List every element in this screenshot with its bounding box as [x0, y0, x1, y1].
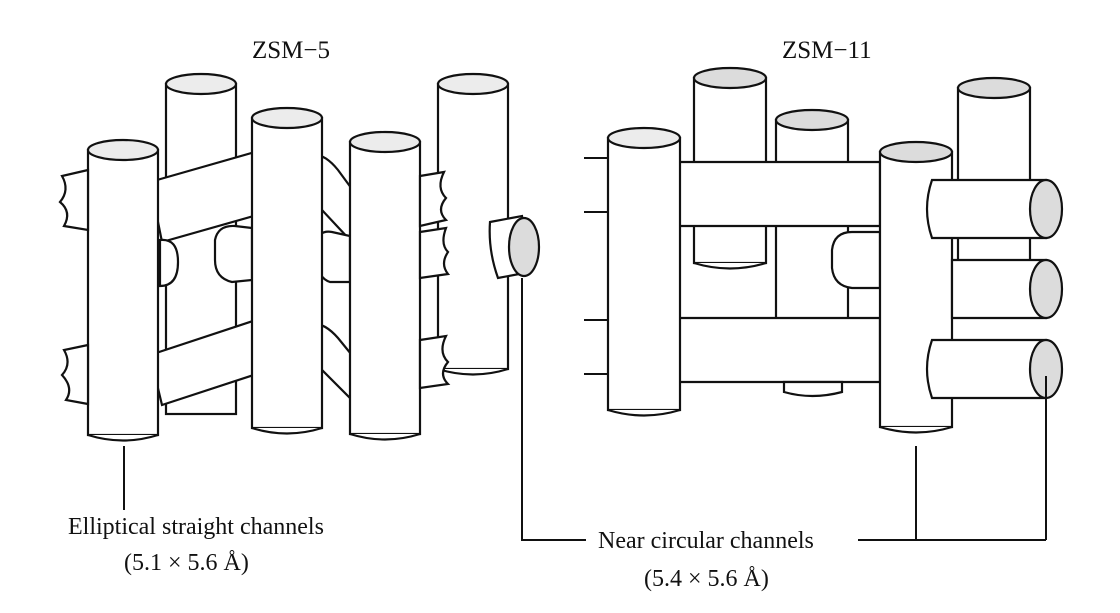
zsm11-structure	[584, 66, 1064, 434]
elliptical-channels-dims: (5.1 × 5.6 Å)	[124, 550, 249, 576]
zsm11-title: ZSM−11	[782, 37, 872, 64]
zsm5-title: ZSM−5	[252, 37, 330, 64]
zsm11-circular-channel-lower	[669, 316, 882, 384]
zsm11-straight-channel-front-1	[606, 126, 682, 417]
circular-channels-dims: (5.4 × 5.6 Å)	[644, 566, 769, 592]
zsm11-straight-channel-back-2	[774, 108, 850, 347]
zsm11-circular-channel-right-3	[925, 338, 1064, 400]
zsm11-straight-channel-back-3	[956, 76, 1032, 270]
zsm5-structure	[58, 72, 541, 442]
zsm11-circular-channel-upper	[669, 160, 882, 228]
zsm5-straight-channel-front-2	[250, 106, 324, 435]
leader-lines	[123, 278, 1047, 541]
zsm5-circular-channel-opening	[488, 214, 541, 280]
zsm5-straight-channel-front-3	[348, 130, 422, 441]
circular-channels-label: Near circular channels	[598, 528, 814, 554]
zsm11-circular-channel-right-2	[950, 258, 1064, 320]
zsm11-circular-channel-right-1	[925, 178, 1064, 240]
elliptical-channels-label: Elliptical straight channels	[68, 514, 324, 540]
zsm5-straight-channel-front-1	[86, 138, 160, 442]
